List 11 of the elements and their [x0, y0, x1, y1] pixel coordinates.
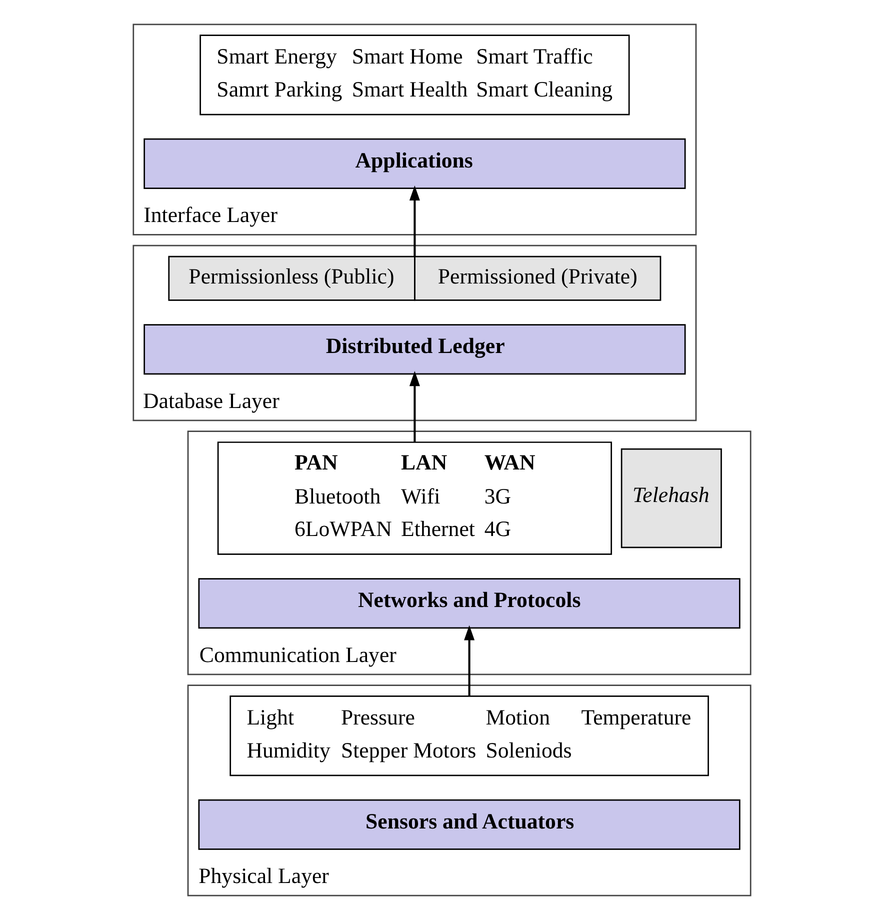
node-box: Smart Energy Smart Home Smart Traffic Samrt Parking Smart Health Smart Cleaning — [199, 34, 630, 116]
node-box: PAN LAN WAN Bluetooth Wifi 3G 6LoWPAN Ethernet 4G — [216, 442, 612, 555]
arrow — [408, 371, 420, 442]
node-box: Telehash — [620, 448, 722, 548]
node-box: Distributed Ledger — [143, 324, 686, 375]
node-box: Applications — [143, 138, 686, 189]
arrow — [464, 625, 474, 696]
arrow — [408, 185, 420, 256]
node-box: Light Pressure Motion Temperature Humidity Stepper Motors Soleniods — [229, 696, 708, 776]
node-box: Networks and Protocols — [198, 578, 740, 629]
node-box: Sensors and Actuators — [198, 799, 740, 850]
